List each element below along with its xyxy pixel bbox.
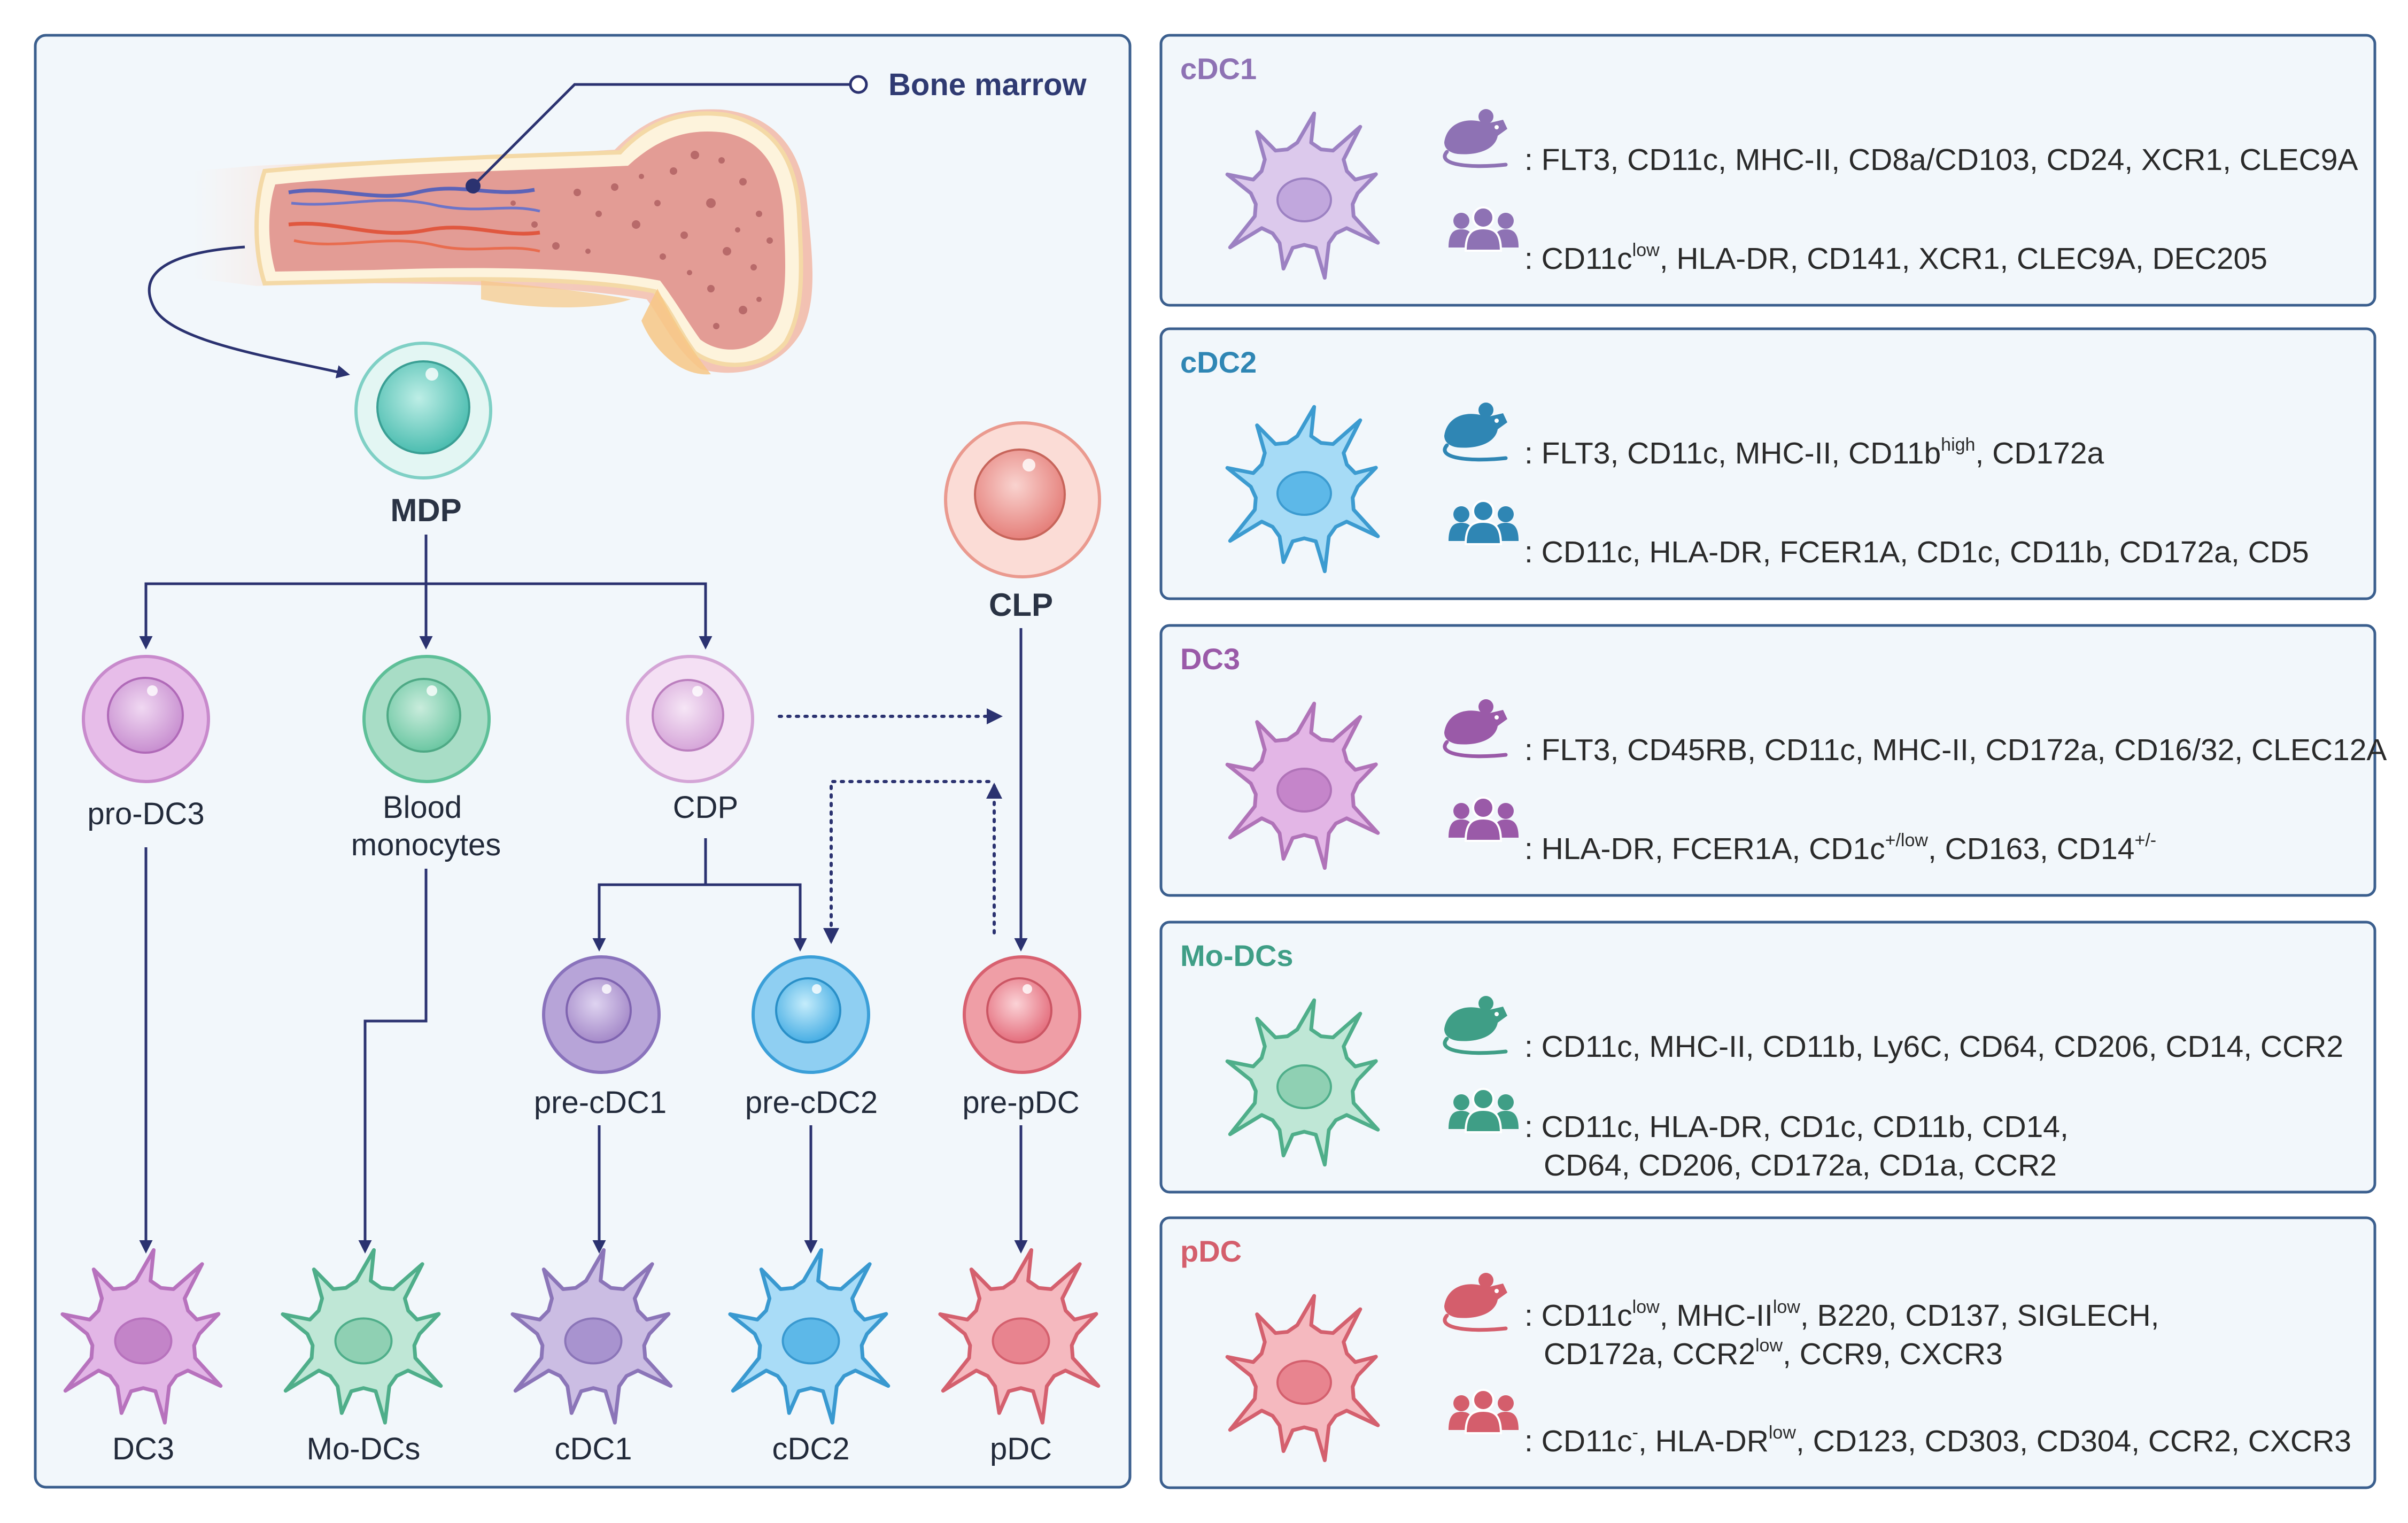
blood-monocytes-label-line1: Blood: [383, 790, 462, 825]
panel-pdc-cell: [1225, 1294, 1380, 1463]
mouse-icon: [1443, 109, 1508, 168]
lineage-arrows: [139, 535, 1028, 1254]
mature-dc-cell-1: [281, 1248, 443, 1425]
bone-illustration: [192, 109, 812, 375]
panel-cdc1: cDC1 : FLT3, CD11c, MHC-II, CD8a/CD103, C…: [1159, 34, 2376, 307]
panel-cdc1-cell: [1225, 111, 1380, 280]
pre-cdc1-label: pre-cDC1: [534, 1085, 667, 1120]
mature-dc-label-1: Mo-DCs: [307, 1432, 421, 1466]
pre-cdc2-label: pre-cDC2: [745, 1085, 878, 1120]
panel-cdc2: cDC2 : FLT3, CD11c, MHC-II, CD11bhigh​, C…: [1159, 327, 2376, 600]
panel-dc3-title: DC3: [1180, 642, 1240, 676]
panel-modcs-human-markers-1: CD64, CD206, CD172a, CD1a, CCR2: [1544, 1148, 2057, 1182]
human-group-icon: [1449, 500, 1519, 545]
pro-dc3-cell: [82, 655, 210, 783]
panel-cdc1-human-markers-0: : CD11clow​, HLA-DR, CD141, XCR1, CLEC9A…: [1524, 240, 2267, 276]
blood-monocytes-label-line2: monocytes: [351, 828, 501, 862]
mdp-label: MDP: [390, 492, 461, 528]
marker-panels: cDC1 : FLT3, CD11c, MHC-II, CD8a/CD103, C…: [1159, 34, 2387, 1489]
panel-modcs: Mo-DCs : CD11c, MHC-II, CD11b, Ly6C, CD64…: [1159, 921, 2376, 1194]
cdp-label: CDP: [673, 790, 738, 825]
mdp-cell: [354, 342, 492, 480]
mature-dc-cell-3: [728, 1248, 891, 1425]
dotted-arrow-to-pre-cdc2: [823, 780, 990, 944]
cdp-cell: [626, 655, 754, 783]
panel-pdc-title: pDC: [1180, 1234, 1242, 1268]
panel-dc3-cell: [1225, 701, 1380, 870]
mature-dc-label-3: cDC2: [772, 1432, 849, 1466]
lineage-panel: [34, 34, 1132, 1489]
panel-cdc2-mouse-markers-0: : FLT3, CD11c, MHC-II, CD11bhigh​, CD172…: [1524, 435, 2104, 470]
mouse-icon: [1443, 996, 1508, 1055]
clp-label: CLP: [989, 587, 1053, 623]
panel-modcs-mouse-markers-0: : CD11c, MHC-II, CD11b, Ly6C, CD64, CD20…: [1524, 1030, 2343, 1064]
human-group-icon: [1449, 1088, 1519, 1133]
panel-pdc-mouse-markers-1: CD172a, CCR2low​, CCR9, CXCR3: [1544, 1335, 2003, 1371]
pro-dc3-label: pro-DC3: [87, 797, 204, 831]
mature-dc-label-2: cDC1: [554, 1432, 632, 1466]
panel-cdc2-title: cDC2: [1180, 345, 1257, 379]
panel-pdc-mouse-markers-0: : CD11clow​, MHC-IIlow​, B220, CD137, SI…: [1524, 1297, 2159, 1333]
panel-cdc2-human-markers-0: : CD11c, HLA-DR, FCER1A, CD1c, CD11b, CD…: [1524, 535, 2309, 569]
bone-marrow-callout: Bone marrow: [466, 67, 1087, 194]
panel-modcs-human-markers-0: : CD11c, HLA-DR, CD1c, CD11b, CD14,: [1524, 1110, 2069, 1144]
human-group-icon: [1449, 797, 1519, 842]
human-group-icon: [1449, 1389, 1519, 1434]
mature-dc-cell-2: [510, 1248, 673, 1425]
mature-dc-cell-0: [60, 1248, 223, 1425]
panel-dc3-mouse-markers-0: : FLT3, CD45RB, CD11c, MHC-II, CD172a, C…: [1524, 733, 2387, 767]
bone-marrow-label: Bone marrow: [888, 67, 1087, 102]
pre-pdc-cell: [963, 955, 1081, 1074]
pre-cdc2-cell: [752, 955, 870, 1074]
panel-pdc: pDC : CD11clow​, MHC-IIlow​, B220, CD137,…: [1159, 1216, 2376, 1489]
panel-modcs-cell: [1225, 998, 1380, 1167]
mature-dc-row: DC3 Mo-DCs cDC1 cDC2 pDC: [60, 1248, 1101, 1466]
arrow-bone-to-mdp: [148, 245, 350, 378]
mouse-icon: [1443, 1273, 1508, 1332]
mature-dc-label-4: pDC: [990, 1432, 1052, 1466]
pre-cdc1-cell: [542, 955, 661, 1074]
arrow-monocytes-to-modcs: [358, 869, 428, 1254]
mature-dc-label-0: DC3: [112, 1432, 174, 1466]
dotted-arrows: [778, 708, 1003, 944]
panel-cdc1-mouse-markers-0: : FLT3, CD11c, MHC-II, CD8a/CD103, CD24,…: [1524, 143, 2358, 177]
mature-dc-cell-4: [938, 1248, 1101, 1425]
panel-dc3-human-markers-0: : HLA-DR, FCER1A, CD1c+/low​, CD163, CD1…: [1524, 830, 2156, 866]
blood-monocyte-cell: [362, 655, 491, 783]
panel-cdc1-title: cDC1: [1180, 52, 1257, 86]
clp-cell: [944, 421, 1101, 578]
mouse-icon: [1443, 699, 1508, 759]
panel-modcs-title: Mo-DCs: [1180, 939, 1294, 972]
panel-pdc-human-markers-0: : CD11c-​, HLA-DRlow​, CD123, CD303, CD3…: [1524, 1423, 2351, 1458]
mouse-icon: [1443, 403, 1508, 462]
pre-pdc-label: pre-pDC: [962, 1085, 1079, 1120]
panel-cdc2-cell: [1225, 405, 1380, 574]
panel-dc3: DC3 : FLT3, CD45RB, CD11c, MHC-II, CD172a…: [1159, 624, 2387, 897]
human-group-icon: [1449, 206, 1519, 252]
